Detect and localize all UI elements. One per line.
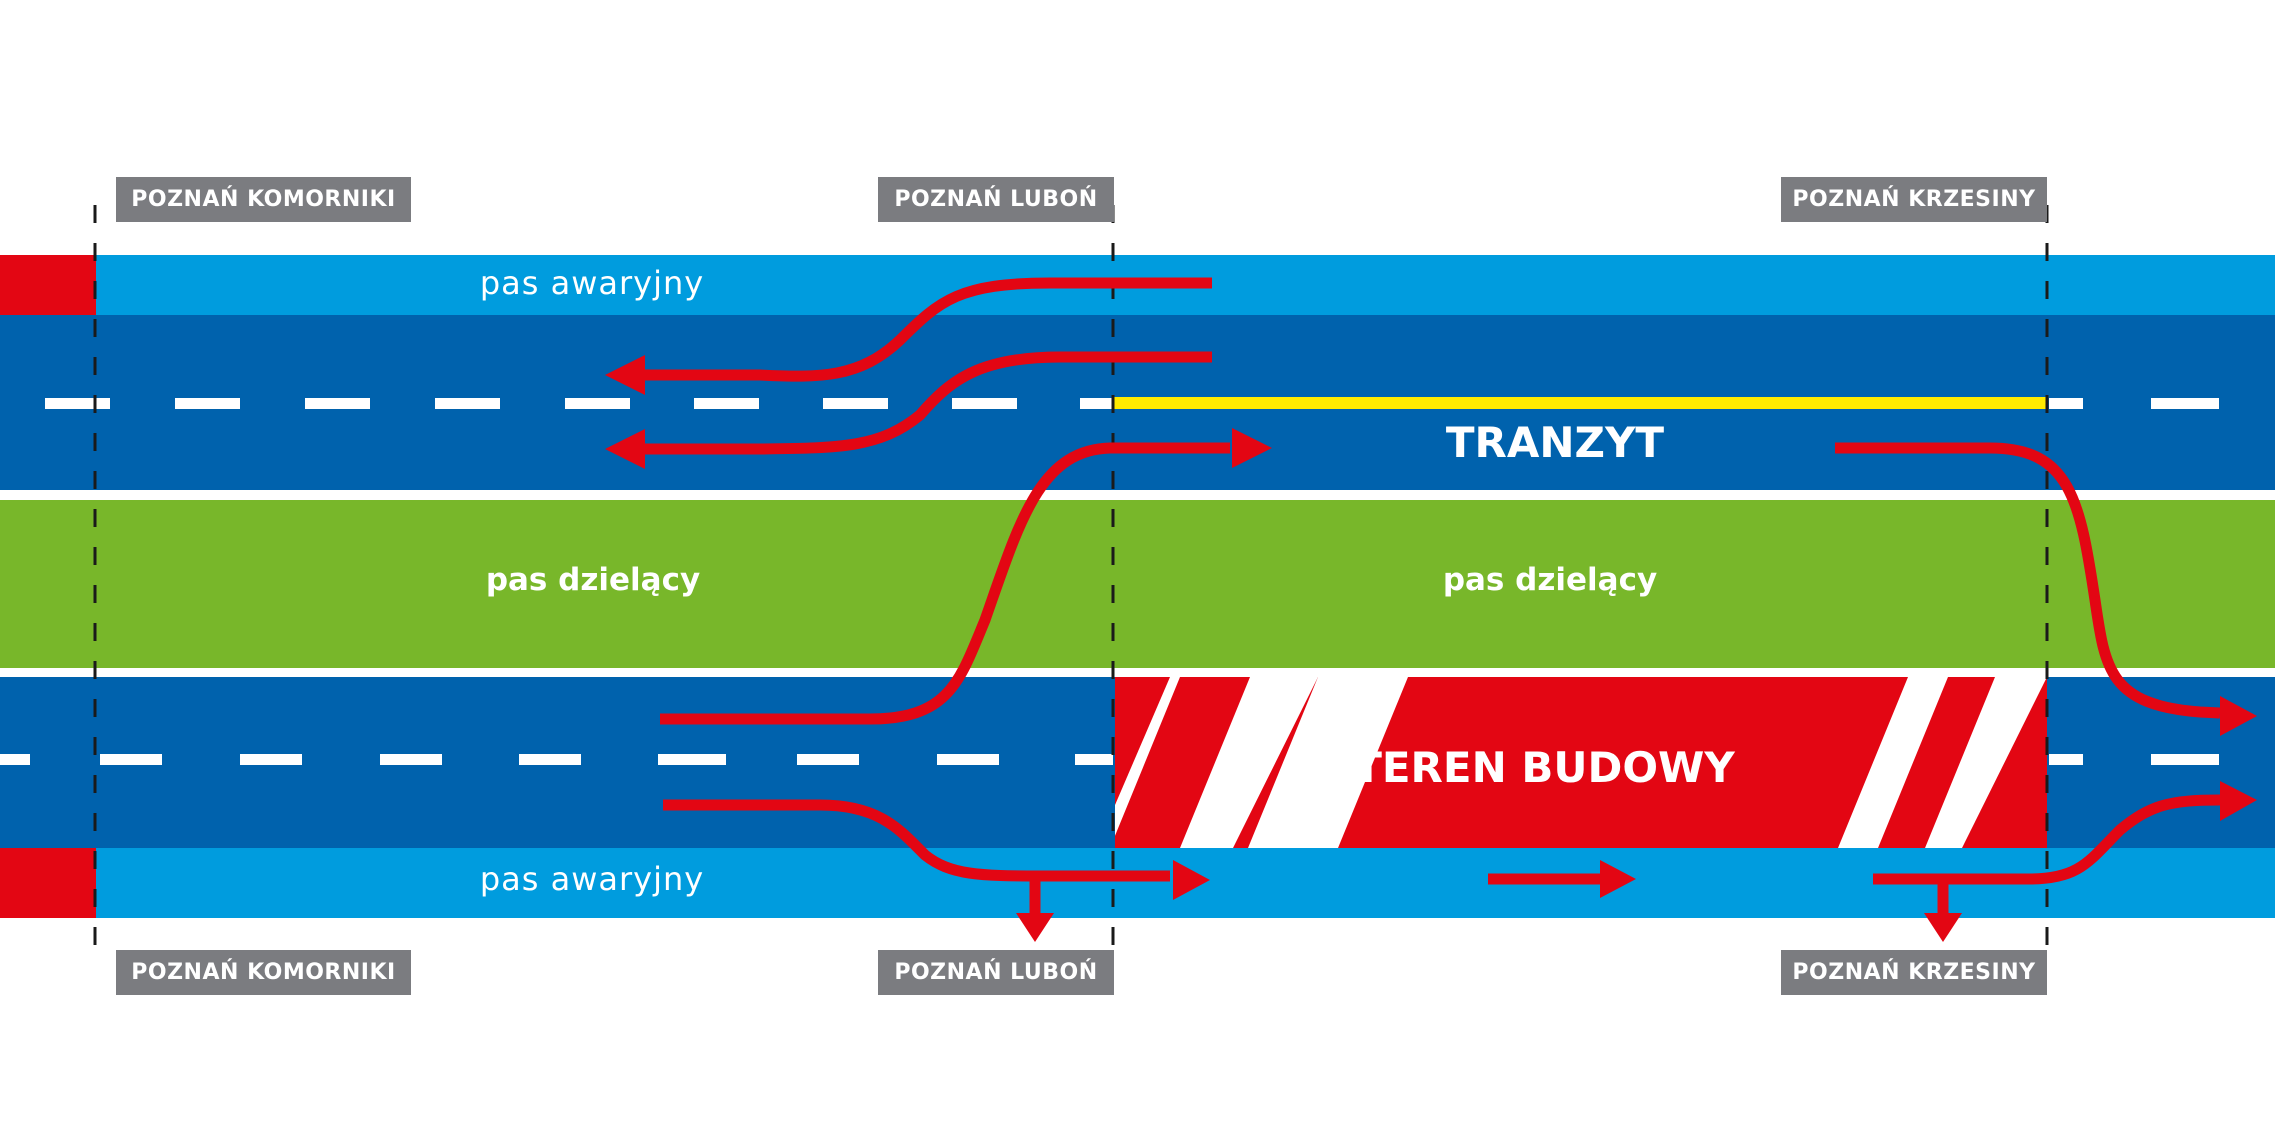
lane-markings-bottom <box>0 754 2219 765</box>
closed-block-bottom <box>0 848 96 918</box>
arrow-transit-in <box>660 442 1230 725</box>
arrow-top-2 <box>640 351 1212 455</box>
junction-label-komorniki-top: POZNAŃ KOMORNIKI <box>116 177 411 222</box>
junction-label-lubon-top: POZNAŃ LUBOŃ <box>878 177 1114 222</box>
transit-label: TRANZYT <box>1445 418 1665 467</box>
shoulder-bottom-label: pas awaryjny <box>479 860 705 898</box>
junction-label-krzesiny-bottom: POZNAŃ KRZESINY <box>1781 950 2047 995</box>
yellow-line <box>1113 397 2047 409</box>
median-left-label: pas dzielący <box>485 562 701 598</box>
traffic-arrows <box>640 277 2221 915</box>
median <box>0 500 2275 668</box>
median-right-label: pas dzielący <box>1442 562 1658 598</box>
arrow-shoulder-end <box>1873 794 2221 885</box>
shoulder-top-label: pas awaryjny <box>479 264 705 302</box>
arrow-transit-out <box>1835 442 2221 719</box>
arrow-top-1 <box>640 277 1212 382</box>
arrow-exit-lubon <box>663 799 1170 882</box>
closed-block-top <box>0 255 96 315</box>
construction-zone <box>1115 677 2047 848</box>
construction-label: TEREN BUDOWY <box>1353 743 1735 792</box>
junction-label-komorniki-bottom: POZNAŃ KOMORNIKI <box>116 950 411 995</box>
lane-markings-top <box>45 398 2219 409</box>
junction-markers <box>93 205 2049 960</box>
arrow-heads <box>605 355 2257 942</box>
junction-label-krzesiny-top: POZNAŃ KRZESINY <box>1781 177 2047 222</box>
junction-label-lubon-bottom: POZNAŃ LUBOŃ <box>878 950 1114 995</box>
